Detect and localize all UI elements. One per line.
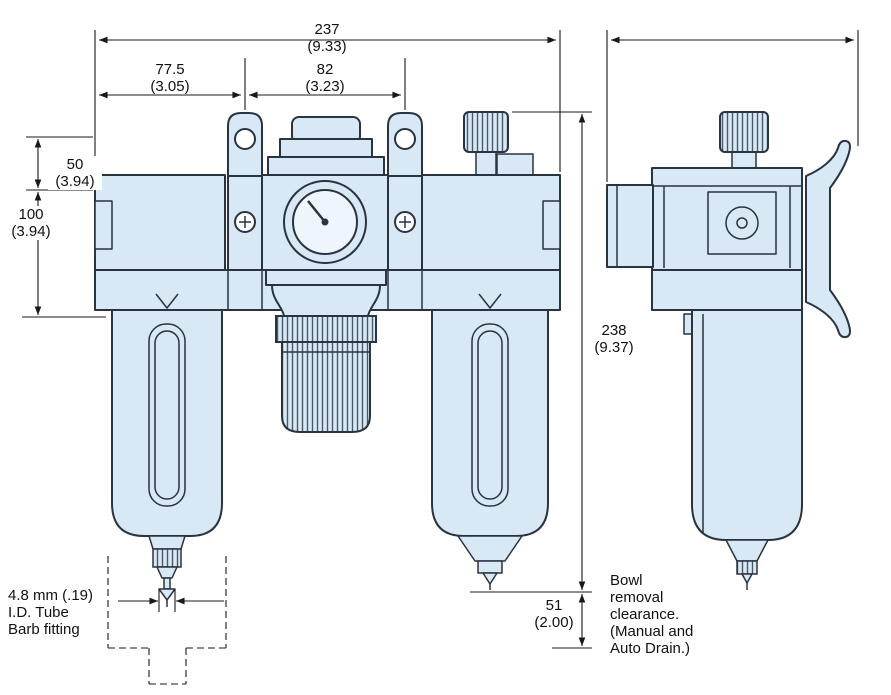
side-view	[606, 111, 851, 590]
lubricator-body	[421, 174, 561, 271]
dim-overall-width-label: 237 (9.33)	[307, 21, 347, 55]
note-bowl-removal: Bowl removal clearance. (Manual and Auto…	[610, 572, 694, 657]
front-view	[94, 111, 561, 607]
filter-body	[94, 174, 226, 271]
side-gauge-block	[606, 184, 654, 268]
dim-upper-height-label: 50 (3.94)	[48, 156, 102, 190]
side-bowl	[683, 309, 803, 541]
side-body	[651, 167, 803, 271]
bowl-removal-dashed-outline	[107, 556, 227, 685]
filter-drain-barb	[148, 535, 186, 607]
clamp-screw-right	[394, 211, 416, 233]
side-port-circle	[725, 206, 759, 240]
side-fill-cap	[719, 111, 769, 171]
gauge-needle	[307, 200, 326, 223]
lubricator-sight-glass	[471, 323, 509, 507]
side-drain	[725, 539, 769, 590]
mounting-hole-right	[394, 128, 416, 150]
mounting-hole-left	[234, 128, 256, 150]
regulator-knob	[281, 341, 371, 433]
inlet-port	[94, 200, 113, 250]
pressure-gauge	[283, 180, 367, 264]
lubricator-drain	[457, 535, 523, 590]
filter-sight-glass	[148, 323, 186, 507]
mounting-tab-left	[227, 112, 263, 178]
lubricator-sight-dome	[496, 153, 534, 177]
filter-bowl	[111, 293, 223, 537]
lubricator-fill-cap	[463, 111, 509, 178]
side-band	[651, 269, 803, 311]
clamp-screw-left	[234, 211, 256, 233]
barb-callout-arrows	[118, 589, 224, 612]
regulator-adjustment	[265, 269, 387, 433]
lubricator-bowl	[431, 293, 549, 537]
dimension-lines	[22, 30, 859, 685]
note-barb-fitting: 4.8 mm (.19) I.D. Tube Barb fitting	[8, 587, 94, 638]
outlet-port	[542, 200, 561, 250]
dim-overall-height-label: 238 (9.37)	[594, 322, 634, 356]
side-mounting-bracket	[805, 139, 851, 339]
dim-mid-span-label: 82 (3.23)	[305, 61, 345, 95]
dim-body-height-label: 100 (3.94)	[2, 206, 60, 240]
regulator-bonnet	[267, 116, 385, 178]
mounting-tab-right	[387, 112, 423, 178]
dim-clearance-label: 51 (2.00)	[534, 597, 574, 631]
dim-left-span-label: 77.5 (3.05)	[150, 61, 190, 95]
